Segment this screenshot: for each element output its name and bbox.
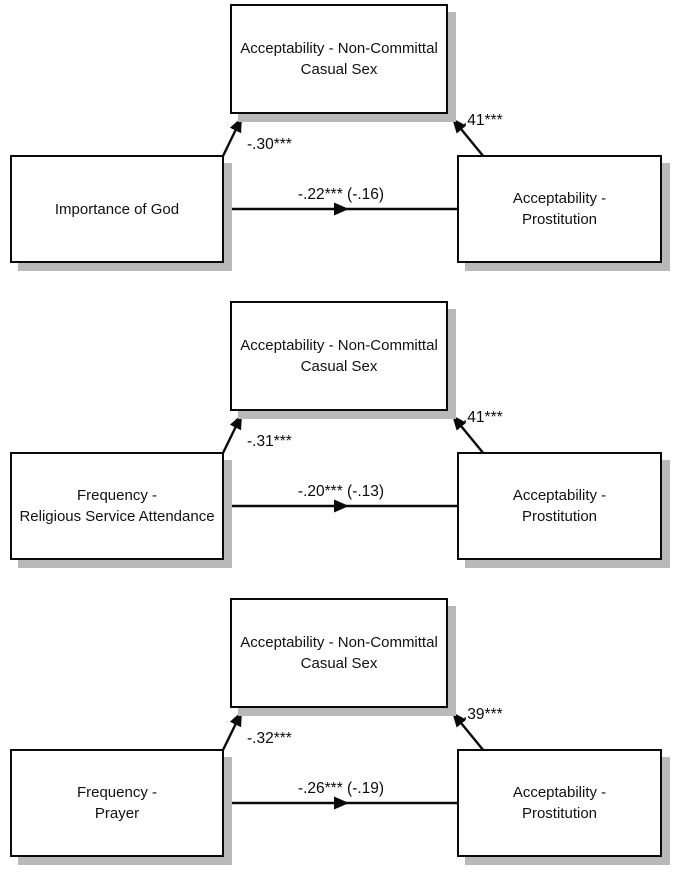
path-b-coefficient: .39***	[463, 706, 503, 723]
direct-path-coefficient: -.20*** (-.13)	[297, 483, 385, 500]
outcome-label: Acceptability - Prostitution	[512, 190, 607, 228]
mediator-label: Acceptability - Non-Committal Casual Sex	[240, 634, 438, 672]
path-arrows	[221, 116, 485, 216]
predictor-box: Frequency - Prayer	[10, 749, 224, 857]
path-a-coefficient: -.30***	[247, 136, 292, 153]
predictor-label: Frequency - Religious Service Attendance	[19, 487, 215, 525]
path-b-arrow	[451, 117, 485, 158]
mediator-label: Acceptability - Non-Committal Casual Sex	[240, 337, 438, 375]
predictor-box: Importance of God	[10, 155, 224, 263]
mediation-panel-prayer: Acceptability - Non-Committal Casual Sex…	[0, 594, 685, 880]
path-b-arrow	[451, 414, 485, 455]
mediator-box: Acceptability - Non-Committal Casual Sex	[230, 301, 448, 411]
direct-path-coefficient: -.26*** (-.19)	[297, 780, 385, 797]
outcome-box: Acceptability - Prostitution	[457, 749, 662, 857]
path-a-arrow	[221, 413, 244, 454]
path-a-coefficient: -.31***	[247, 433, 292, 450]
outcome-box: Acceptability - Prostitution	[457, 155, 662, 263]
path-a-arrow	[221, 116, 244, 157]
path-b-arrow	[451, 711, 485, 752]
direct-path-arrowhead-icon	[334, 202, 349, 216]
mediation-panel-religious-service-attendance: Acceptability - Non-Committal Casual Sex…	[0, 297, 685, 587]
path-a-arrow	[221, 710, 244, 751]
path-b-coefficient: .41***	[463, 112, 503, 129]
predictor-label: Frequency - Prayer	[76, 784, 158, 822]
path-b-coefficient: .41***	[463, 409, 503, 426]
path-arrows	[221, 413, 485, 513]
outcome-box: Acceptability - Prostitution	[457, 452, 662, 560]
outcome-label: Acceptability - Prostitution	[512, 784, 607, 822]
direct-path-arrowhead-icon	[334, 499, 349, 513]
predictor-label: Importance of God	[54, 200, 180, 218]
path-a-coefficient: -.32***	[247, 730, 292, 747]
path-arrows	[221, 710, 485, 810]
direct-path-arrowhead-icon	[334, 796, 349, 810]
mediator-box: Acceptability - Non-Committal Casual Sex	[230, 4, 448, 114]
predictor-box: Frequency - Religious Service Attendance	[10, 452, 224, 560]
mediator-label: Acceptability - Non-Committal Casual Sex	[240, 40, 438, 78]
outcome-label: Acceptability - Prostitution	[512, 487, 607, 525]
mediation-panel-importance-of-god: Acceptability - Non-Committal Casual Sex…	[0, 0, 685, 290]
direct-path-coefficient: -.22*** (-.16)	[297, 186, 385, 203]
mediator-box: Acceptability - Non-Committal Casual Sex	[230, 598, 448, 708]
